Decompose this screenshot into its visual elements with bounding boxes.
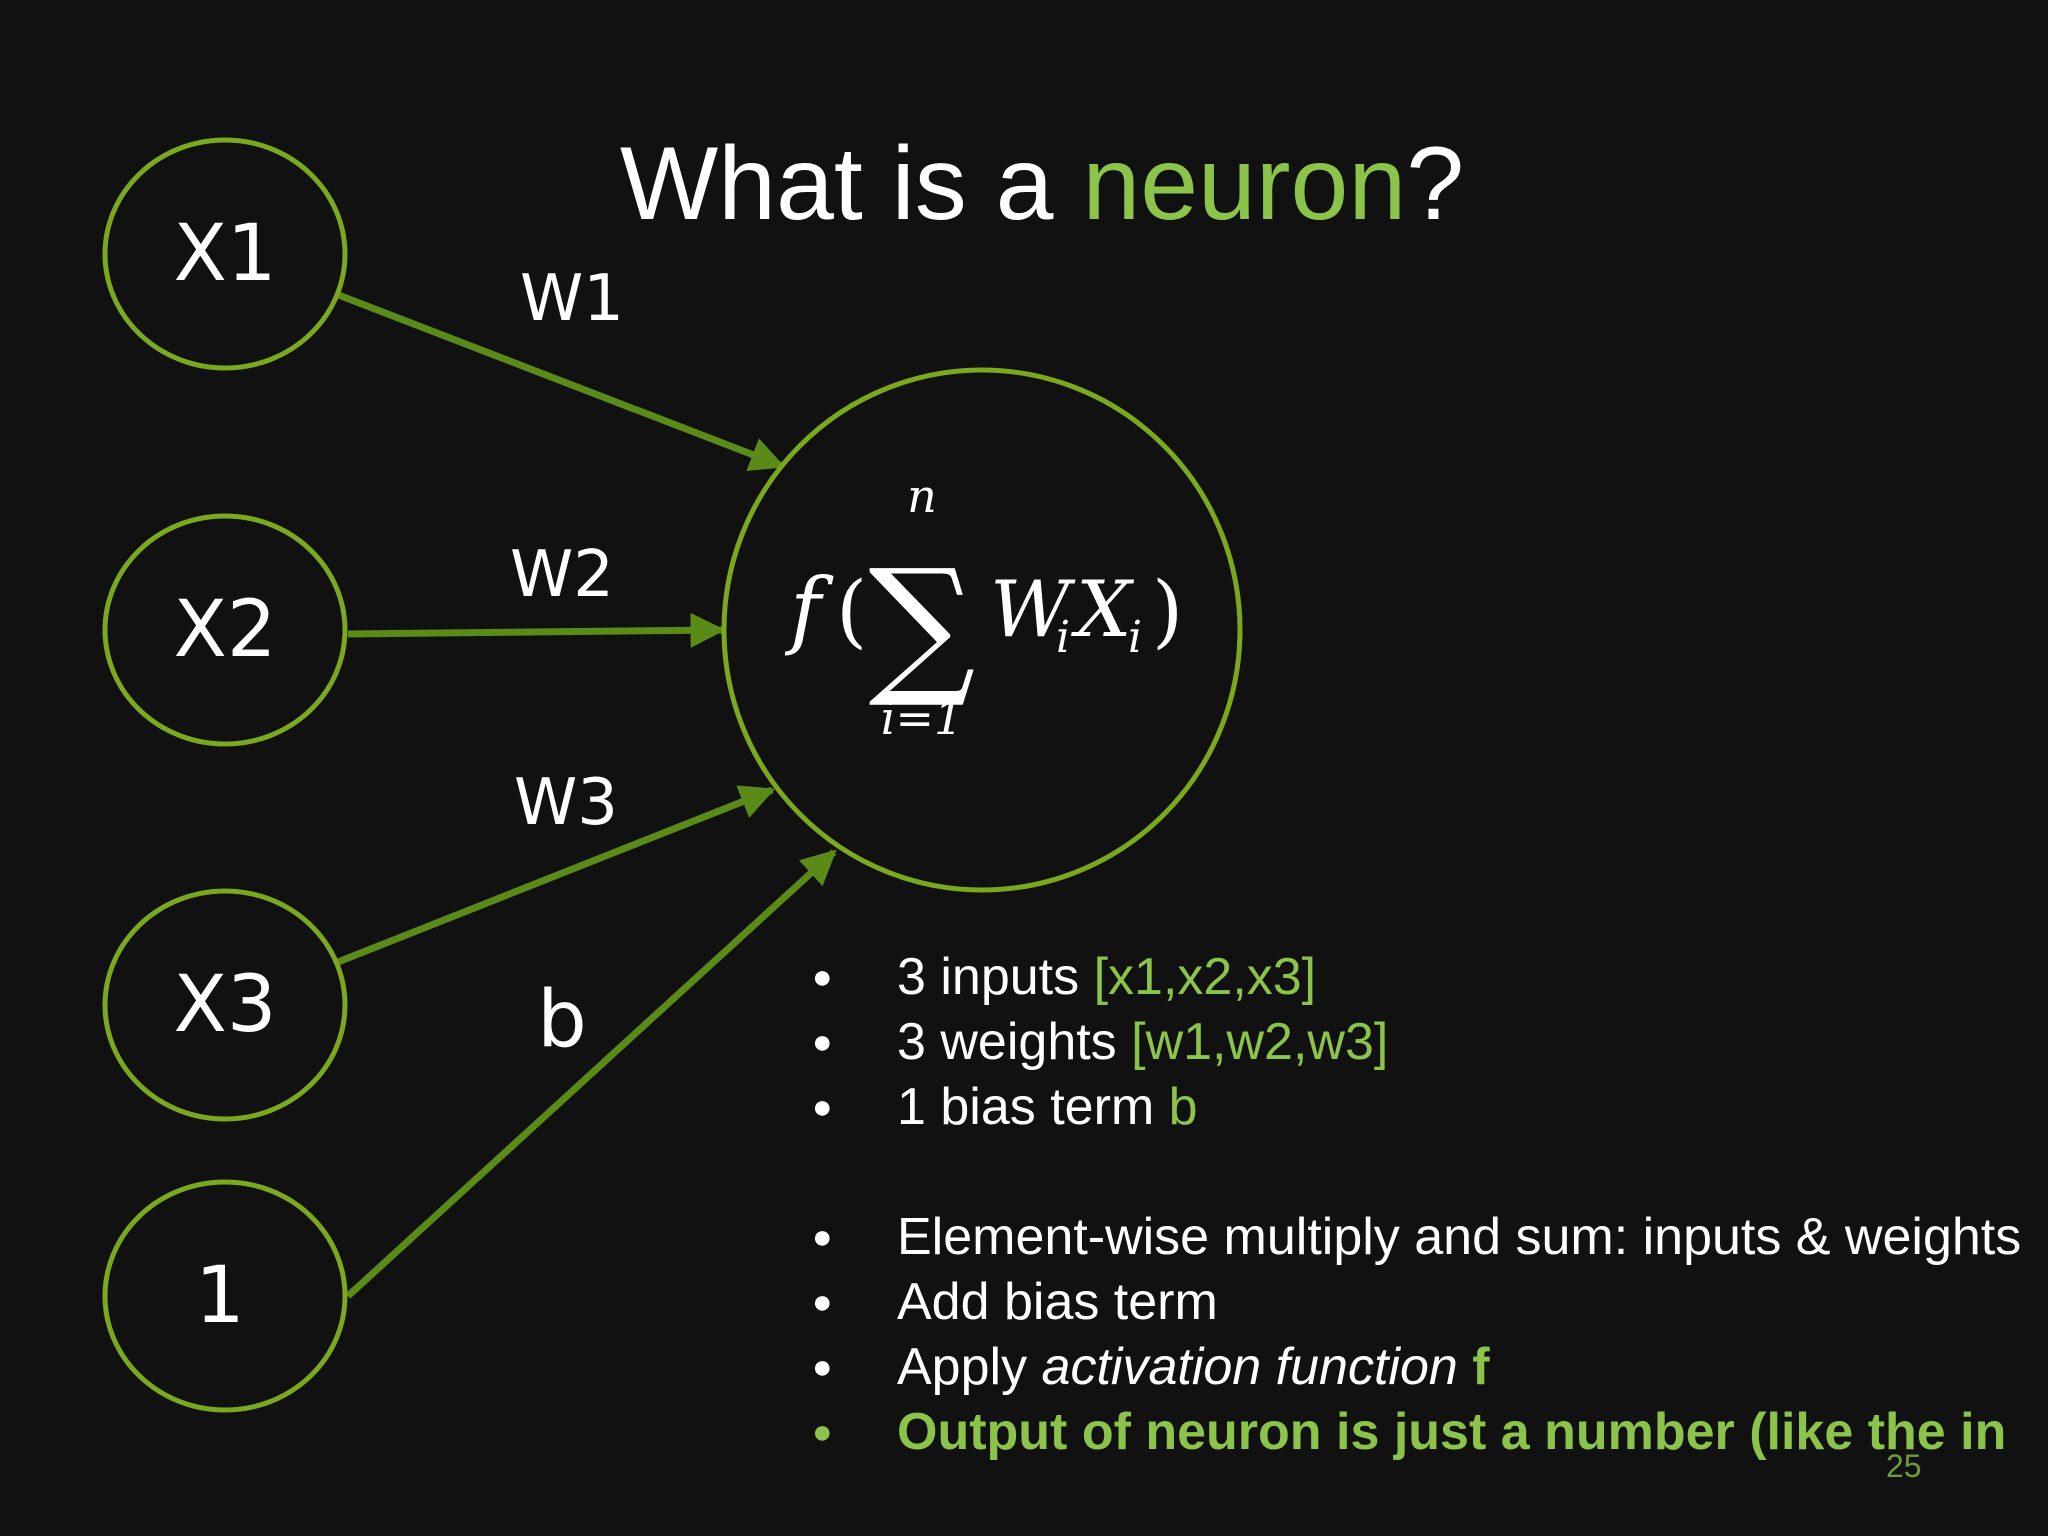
title-accent: neuron xyxy=(1082,126,1407,242)
bullet-text: Add bias term xyxy=(897,1273,1218,1331)
edge-bias xyxy=(345,849,837,1299)
edge-x3 xyxy=(336,785,776,966)
bullet-item-activation: ● Apply activation function f xyxy=(812,1335,2021,1400)
bullet-accent: b xyxy=(1168,1078,1198,1136)
bullet-item-inputs: ● 3 inputs [x1,x2,x3] xyxy=(812,945,2021,1010)
bullet-spacer xyxy=(812,1140,2021,1205)
input-node-bias-label: 1 xyxy=(195,1251,245,1341)
bullet-dot-icon: ● xyxy=(812,1023,833,1061)
formula-close-paren: ) xyxy=(1152,564,1183,657)
input-node-x2-label: X2 xyxy=(173,585,276,675)
input-node-x3: X3 xyxy=(102,888,348,1122)
bullet-dot-icon: ● xyxy=(812,1413,833,1451)
edge-label-w3: W3 xyxy=(514,766,618,840)
page-number: 25 xyxy=(1886,1448,1922,1484)
input-node-x2: X2 xyxy=(102,513,348,747)
input-node-x1: X1 xyxy=(102,137,348,371)
bullet-text: 1 bias term xyxy=(897,1078,1169,1136)
title-suffix: ? xyxy=(1406,126,1465,242)
bullet-accent: [w1,w2,w3] xyxy=(1131,1013,1389,1071)
title-prefix: What is a xyxy=(620,126,1083,242)
formula-term-x-sub: i xyxy=(1128,612,1142,663)
formula-upper-limit: n xyxy=(907,469,937,523)
formula-sigma: ∑ xyxy=(868,538,975,712)
bullet-list: ● 3 inputs [x1,x2,x3] ● 3 weights [w1,w2… xyxy=(812,945,2021,1465)
bullet-dot-icon: ● xyxy=(812,1283,833,1321)
bullet-item-output: ● Output of neuron is just a number (lik… xyxy=(812,1400,2021,1465)
edge-label-w1: W1 xyxy=(520,262,624,336)
bullet-item-weights: ● 3 weights [w1,w2,w3] xyxy=(812,1010,2021,1075)
bullet-item-bias: ● 1 bias term b xyxy=(812,1075,2021,1140)
input-node-bias: 1 xyxy=(102,1179,348,1413)
input-node-x3-label: X3 xyxy=(173,960,276,1050)
neuron-node: f ( n ∑ i=1 W i X i ) xyxy=(721,367,1243,893)
formula-term-x: X xyxy=(1070,565,1135,655)
bullet-text: 3 inputs xyxy=(897,948,1094,1006)
bullet-text: Output of neuron is just a number (like … xyxy=(897,1403,2007,1461)
neuron-formula: f ( n ∑ i=1 W i X i ) xyxy=(784,469,1183,745)
edge-label-b: b xyxy=(537,975,587,1065)
edge-x1 xyxy=(334,290,786,471)
formula-open-paren: ( xyxy=(836,564,867,657)
bullet-text: Element-wise multiply and sum: inputs & … xyxy=(897,1208,2022,1266)
bullet-accent: [x1,x2,x3] xyxy=(1093,948,1317,1006)
input-node-x1-label: X1 xyxy=(173,209,276,299)
bullet-italic: activation function xyxy=(1041,1338,1458,1396)
formula-term-w: W xyxy=(990,565,1076,655)
slide-title: What is a neuron? xyxy=(620,132,1464,236)
formula-lower-limit: i=1 xyxy=(881,691,964,745)
edge-x2 xyxy=(347,612,726,648)
edge-label-w2: W2 xyxy=(510,538,614,612)
formula-term-w-sub: i xyxy=(1056,612,1070,663)
bullet-dot-icon: ● xyxy=(812,1088,833,1126)
bullet-text: Apply xyxy=(897,1338,1042,1396)
bullet-item-add-bias: ● Add bias term xyxy=(812,1270,2021,1335)
bullet-dot-icon: ● xyxy=(812,1348,833,1386)
bullet-text: 3 weights xyxy=(897,1013,1132,1071)
bullet-item-multiply-sum: ● Element-wise multiply and sum: inputs … xyxy=(812,1205,2021,1270)
bullet-accent: f xyxy=(1457,1338,1490,1396)
bullet-dot-icon: ● xyxy=(812,958,833,996)
bullet-dot-icon: ● xyxy=(812,1218,833,1256)
